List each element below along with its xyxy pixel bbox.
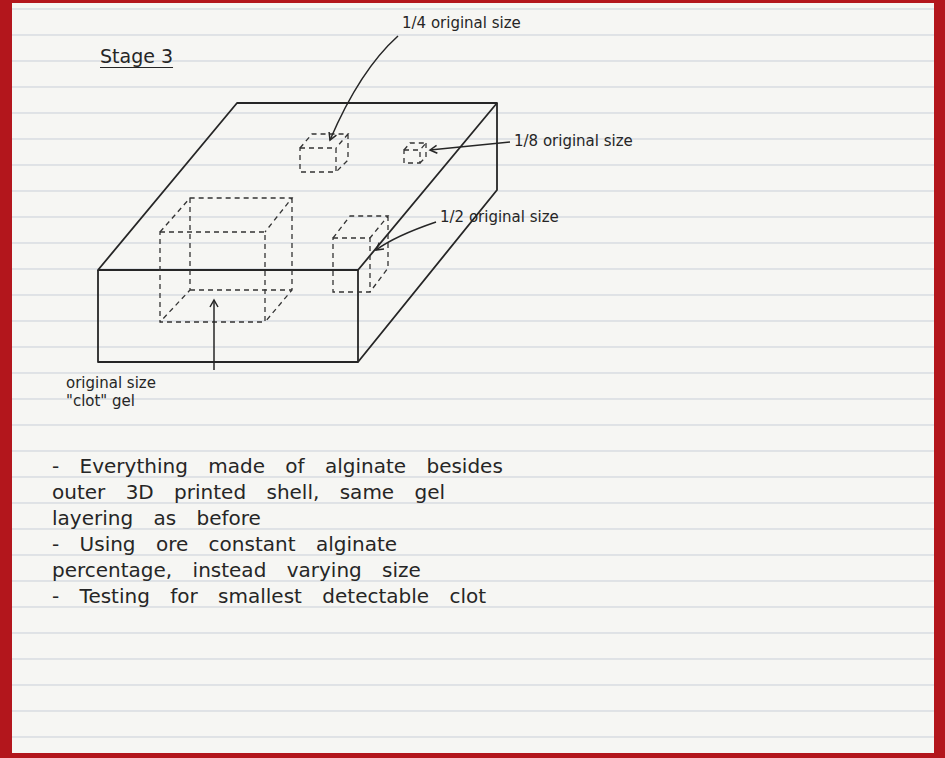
ruled-line xyxy=(12,451,934,452)
ruled-line xyxy=(12,659,934,660)
note-text: - Everything made of alginate besides ou… xyxy=(52,453,532,531)
ruled-line xyxy=(12,165,934,166)
size-label: original size "clot" gel xyxy=(66,374,166,410)
ruled-line xyxy=(12,191,934,192)
ruled-line xyxy=(12,113,934,114)
ruled-line xyxy=(12,685,934,686)
ruled-line xyxy=(12,9,934,10)
ruled-line xyxy=(12,373,934,374)
ruled-line xyxy=(12,35,934,36)
ruled-line xyxy=(12,295,934,296)
size-label: 1/2 original size xyxy=(440,208,559,226)
note-text: - Testing for smallest detectable clot xyxy=(52,583,532,609)
ruled-line xyxy=(12,139,934,140)
note-text: - Using ore constant alginate percentage… xyxy=(52,531,532,583)
ruled-line xyxy=(12,347,934,348)
ruled-line xyxy=(12,737,934,738)
size-label: 1/4 original size xyxy=(402,14,521,32)
ruled-line xyxy=(12,425,934,426)
ruled-line xyxy=(12,633,934,634)
size-label: 1/8 original size xyxy=(514,132,633,150)
ruled-line xyxy=(12,87,934,88)
ruled-line xyxy=(12,711,934,712)
page-title: Stage 3 xyxy=(100,45,173,67)
ruled-line xyxy=(12,399,934,400)
ruled-line xyxy=(12,321,934,322)
ruled-line xyxy=(12,243,934,244)
